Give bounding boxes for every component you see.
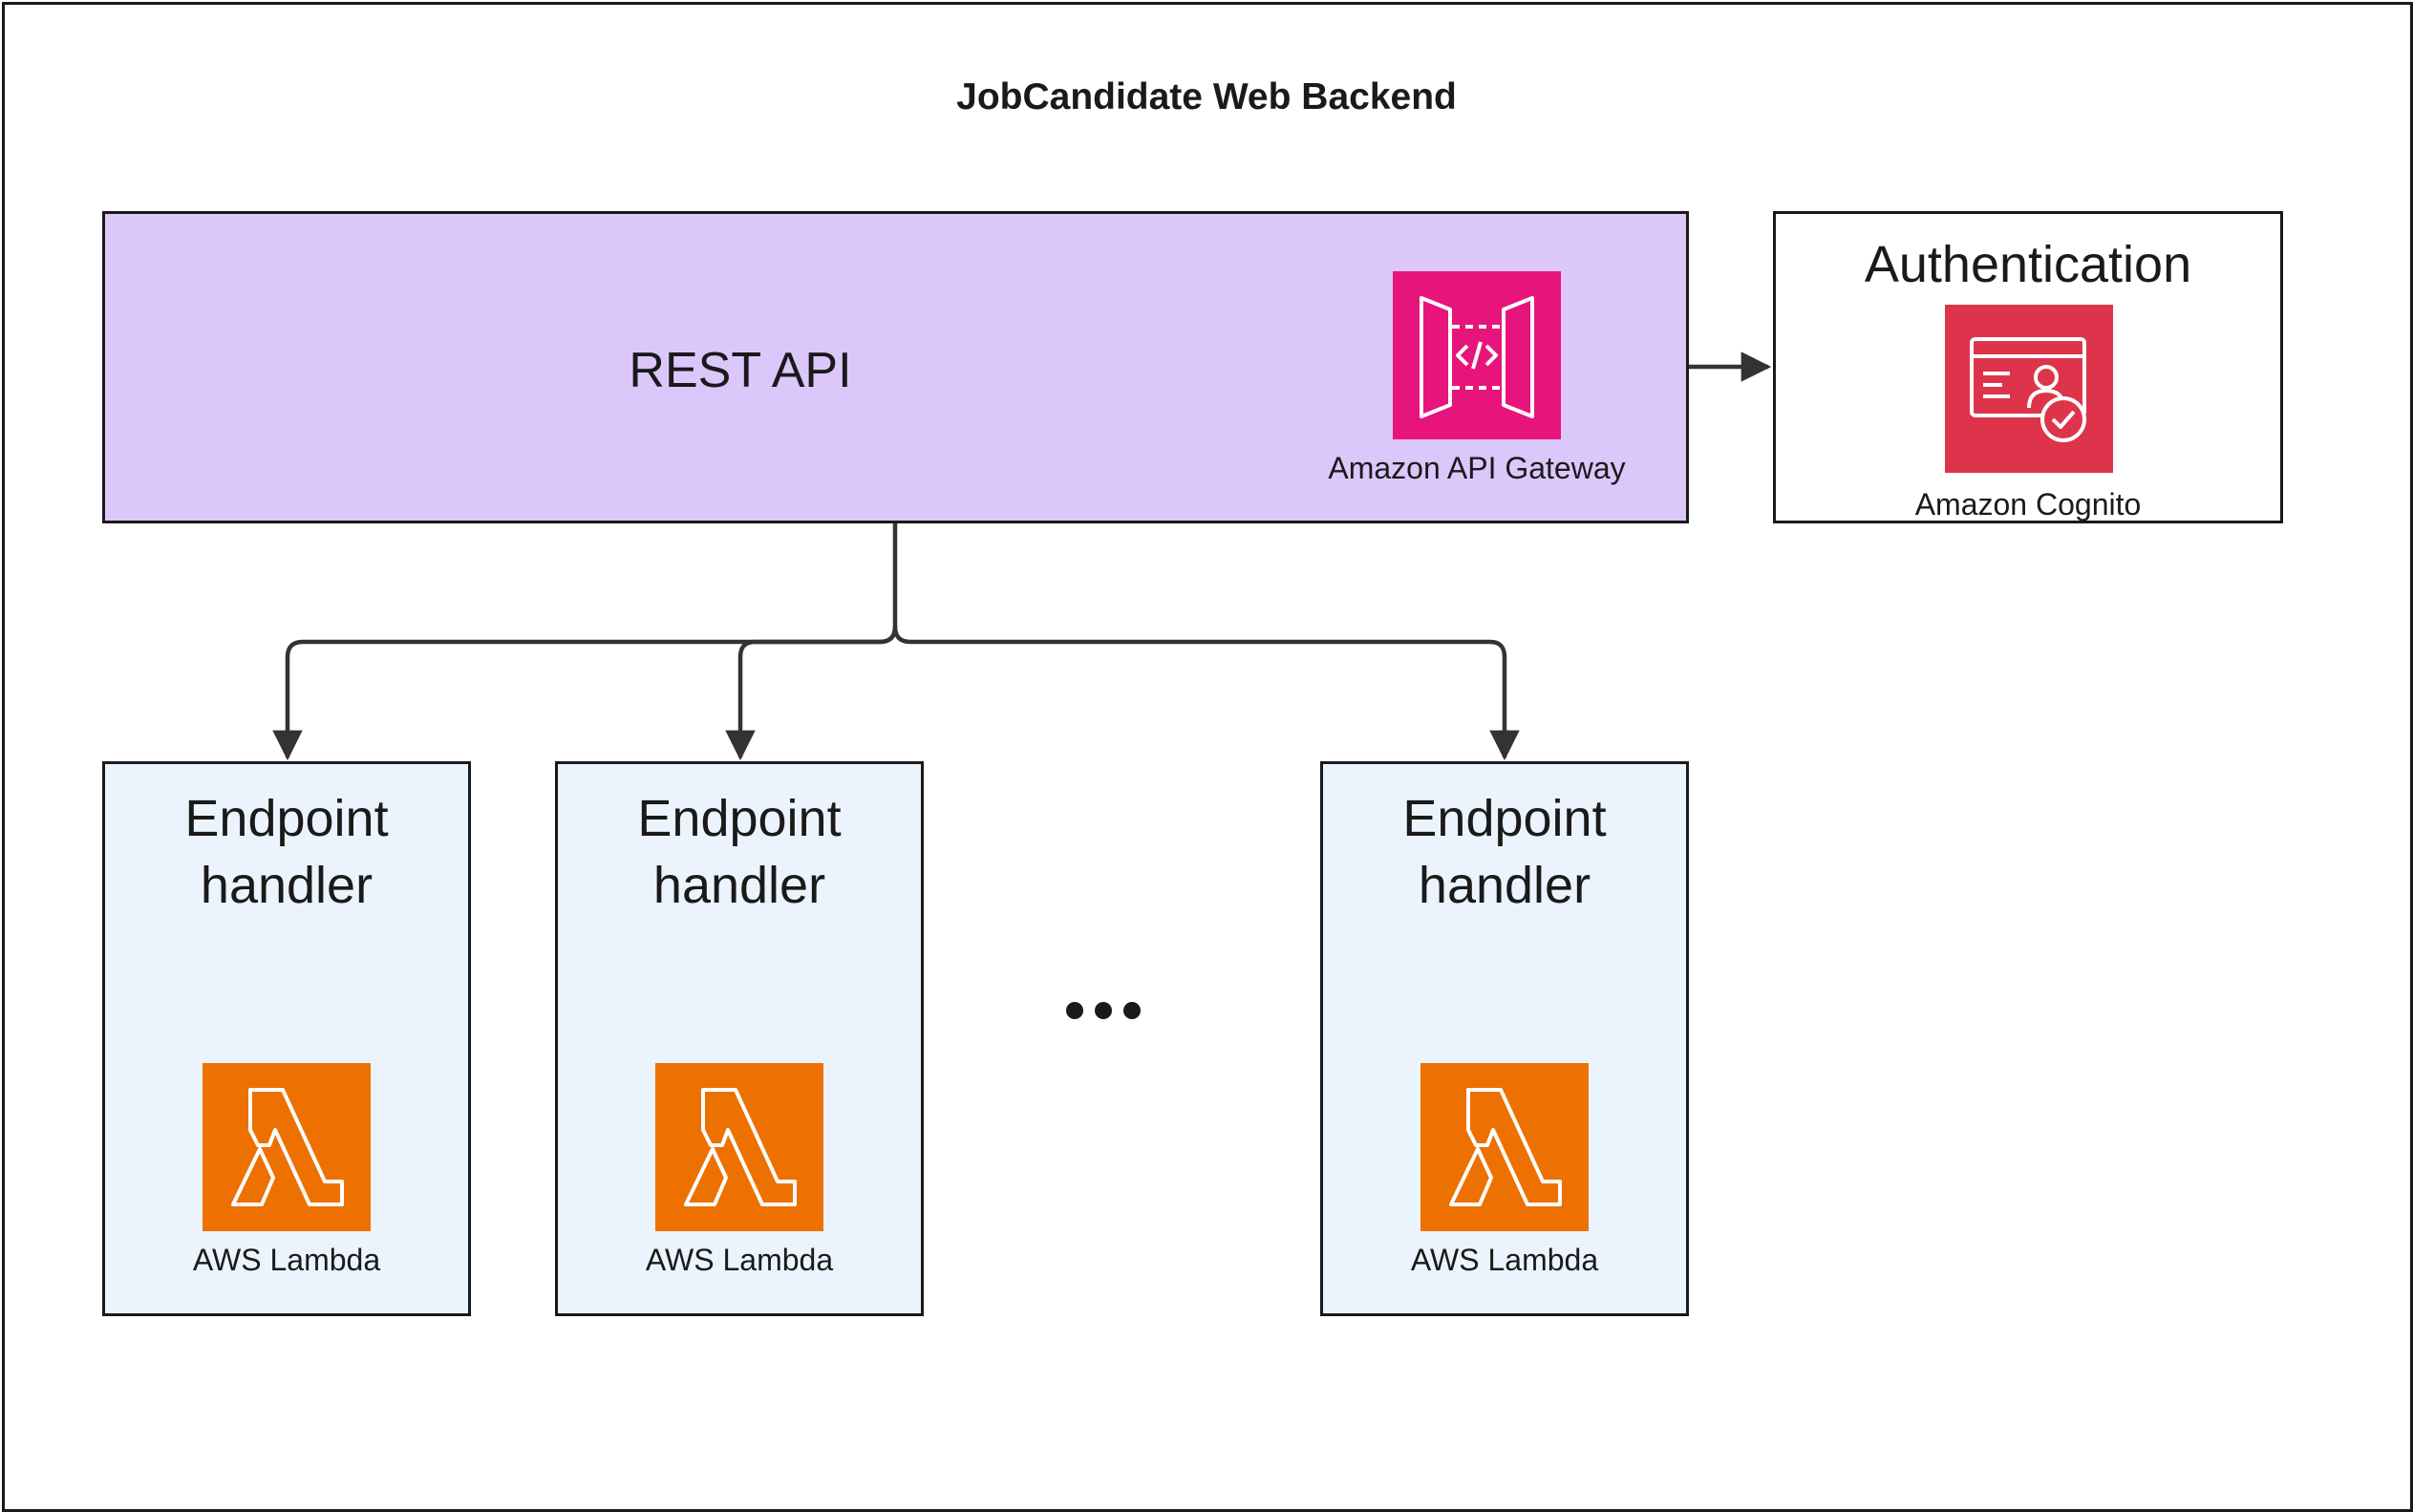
authentication-box: Authentication Amazon Cognito (1773, 211, 2283, 523)
connector-rest-to-handler-3 (892, 626, 1520, 761)
lambda-label: AWS Lambda (1410, 1243, 1599, 1277)
api-gateway-label: Amazon API Gateway (1328, 451, 1626, 485)
endpoint-handler-title: Endpoint handler (184, 790, 389, 914)
connector-rest-to-handler-2 (725, 626, 898, 761)
lambda-label: AWS Lambda (192, 1243, 381, 1277)
api-gateway-icon (1393, 271, 1561, 439)
diagram-title: JobCandidate Web Backend (956, 76, 1457, 117)
cognito-icon (1945, 305, 2113, 473)
authentication-title: Authentication (1864, 236, 2192, 293)
rest-api-box: REST API Amazon API Gateway (102, 211, 1689, 523)
ellipsis-indicator (1066, 1002, 1141, 1019)
endpoint-handler-box: Endpoint handler AWS Lambda (555, 761, 924, 1316)
endpoint-handler-box: Endpoint handler AWS Lambda (102, 761, 471, 1316)
endpoint-handler-box: Endpoint handler AWS Lambda (1320, 761, 1689, 1316)
endpoint-handler-title: Endpoint handler (1402, 790, 1607, 914)
lambda-label: AWS Lambda (645, 1243, 834, 1277)
rest-api-label: REST API (629, 343, 852, 398)
lambda-icon (655, 1063, 823, 1231)
lambda-icon (1420, 1063, 1589, 1231)
endpoint-handler-title: Endpoint handler (637, 790, 842, 914)
cognito-label: Amazon Cognito (1914, 487, 2142, 522)
lambda-icon (203, 1063, 371, 1231)
